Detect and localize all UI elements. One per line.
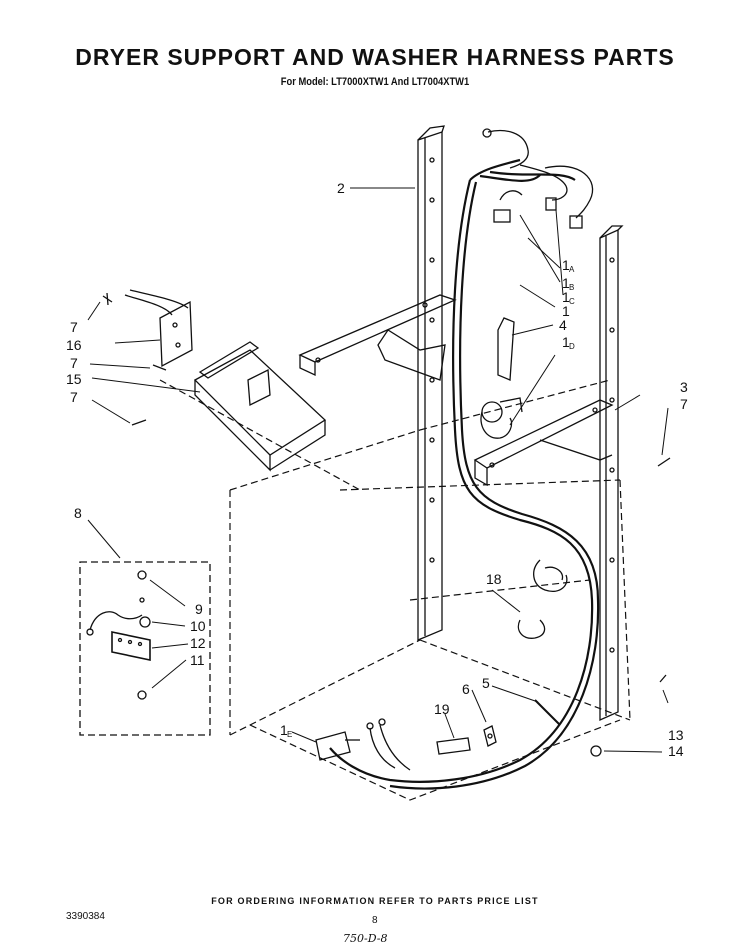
callout-1: 1 [562, 303, 570, 319]
harness-tie-rod [534, 699, 561, 726]
callout-1b: 1 [562, 275, 570, 291]
inset-assembly-box [79, 561, 211, 736]
callout-13: 13 [668, 727, 684, 743]
svg-text:E: E [287, 730, 292, 739]
callout-18: 18 [486, 571, 502, 587]
callout-10: 10 [190, 618, 206, 634]
callout-labels: 2 1 A 1 B 1 C 1 4 1 D 3 7 7 16 7 15 7 8 … [66, 180, 688, 759]
document-number: 3390384 [66, 911, 105, 922]
harness-guide-bracket [377, 329, 446, 381]
callout-2: 2 [337, 180, 345, 196]
drawing-linework [79, 125, 671, 801]
callout-6: 6 [462, 681, 470, 697]
callout-1a: 1 [562, 257, 570, 273]
callout-15: 15 [66, 371, 82, 387]
jumper-wire-assembly [517, 559, 568, 639]
callout-1e: 1 [280, 722, 288, 738]
callout-11: 11 [190, 652, 205, 668]
callout-3: 3 [680, 379, 688, 395]
page-title: DRYER SUPPORT AND WASHER HARNESS PARTS [75, 44, 675, 70]
harness-clip-bracket [497, 317, 515, 381]
page-number: 8 [372, 915, 378, 926]
callout-14: 14 [668, 743, 684, 759]
wire-clip [483, 725, 497, 747]
callout-1c: 1 [562, 289, 570, 305]
bottom-harness-connector [315, 718, 411, 771]
left-support-rail [417, 125, 445, 641]
washer-wire-harness [329, 158, 600, 790]
model-subtitle: For Model: LT7000XTW1 And LT7004XTW1 [280, 76, 470, 88]
wiring-label [436, 737, 471, 755]
handwritten-reference: 750-D-8 [343, 932, 388, 945]
lower-cross-bracket [473, 399, 614, 487]
callout-12: 12 [190, 635, 206, 651]
upper-cross-bracket [298, 294, 457, 377]
mounting-screws [102, 292, 671, 683]
svg-text:A: A [569, 265, 575, 274]
nut-part [590, 745, 602, 757]
terminal-bracket-assembly [124, 289, 327, 472]
callout-7-top: 7 [70, 319, 78, 335]
callout-9: 9 [195, 601, 203, 617]
right-support-rail [599, 225, 624, 722]
callout-7-bottom: 7 [70, 389, 78, 405]
callout-4: 4 [559, 317, 567, 333]
callout-leader-lines [87, 187, 669, 753]
callout-16: 16 [66, 337, 82, 353]
callout-7-middle: 7 [70, 355, 78, 371]
callout-8: 8 [74, 505, 82, 521]
svg-text:D: D [569, 342, 575, 351]
callout-19: 19 [434, 701, 450, 717]
washer-cabinet-outline [159, 379, 631, 801]
top-harness-connectors [482, 128, 594, 229]
svg-text:B: B [569, 283, 574, 292]
callout-1d: 1 [562, 334, 570, 350]
ordering-note: FOR ORDERING INFORMATION REFER TO PARTS … [211, 896, 539, 906]
harness-junction-assembly [480, 397, 523, 439]
callout-5: 5 [482, 675, 490, 691]
callout-7-right: 7 [680, 396, 688, 412]
svg-text:C: C [569, 297, 575, 306]
